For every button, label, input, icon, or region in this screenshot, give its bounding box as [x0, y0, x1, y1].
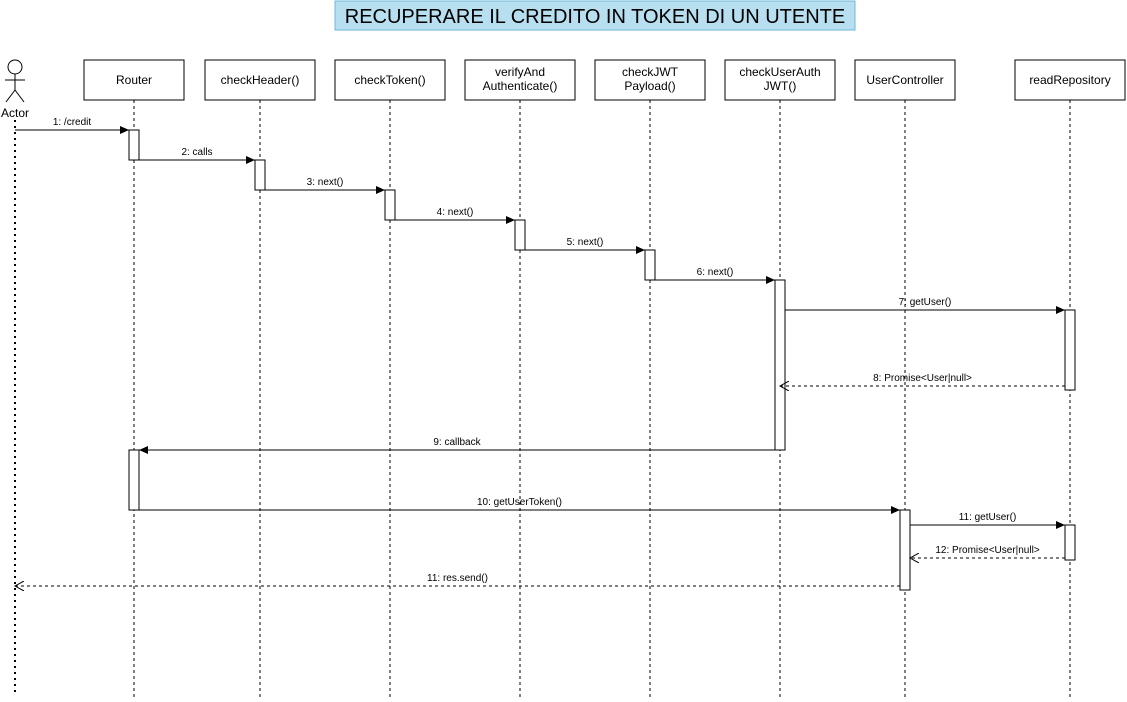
- activation-bar: [128, 129, 140, 161]
- participant-label: UserController: [866, 73, 943, 87]
- participant-label: readRepository: [1029, 73, 1110, 87]
- message-label: 6: next(): [697, 267, 734, 278]
- message-label: 5: next(): [567, 237, 604, 248]
- participant-box: [204, 59, 316, 101]
- message: 11: res.send(): [15, 573, 900, 586]
- participant-box: [854, 59, 956, 101]
- message: 12: Promise<User|null>: [910, 545, 1065, 558]
- participant-label: Payload(): [624, 79, 675, 93]
- activation-bar: [774, 279, 786, 451]
- participant-box: [464, 59, 576, 101]
- message-label: 10: getUserToken(): [477, 497, 562, 508]
- actor-icon: [5, 59, 25, 103]
- participant-checkHeader: checkHeader(): [204, 59, 316, 698]
- participant-label: JWT(): [764, 79, 797, 93]
- participant-box: [83, 59, 185, 101]
- participant-readRepository: readRepository: [1014, 59, 1126, 698]
- messages: 1: /credit 2: calls 3: next() 4: next() 5: n…: [15, 117, 1065, 586]
- message-label: 11: getUser(): [959, 512, 1017, 523]
- message-label: 3: next(): [307, 177, 344, 188]
- participant-userController: UserController: [854, 59, 956, 698]
- message: 11: getUser(): [910, 512, 1065, 529]
- message-label: 8: Promise<User|null>: [873, 373, 972, 384]
- participant-label: checkHeader(): [221, 73, 300, 87]
- activation-bar: [1064, 309, 1076, 391]
- participant-label: checkJWT: [622, 65, 679, 79]
- participant-label: verifyAnd: [495, 65, 545, 79]
- message: 6: next(): [655, 267, 775, 284]
- participant-box: [334, 59, 446, 101]
- message-label: 4: next(): [437, 207, 474, 218]
- activation-bar: [254, 159, 266, 191]
- activation-bar: [1064, 524, 1076, 561]
- diagram-title: RECUPERARE IL CREDITO IN TOKEN DI UN UTE…: [334, 0, 856, 31]
- title-box: [334, 0, 856, 31]
- participant-router: Router: [83, 59, 185, 698]
- message: 2: calls: [139, 147, 255, 164]
- message-label: 12: Promise<User|null>: [935, 545, 1039, 556]
- participant-checkToken: checkToken(): [334, 59, 446, 698]
- message: 9: callback: [139, 437, 775, 454]
- activation-bar: [899, 509, 911, 591]
- actor: Actor: [1, 59, 29, 692]
- title-text: RECUPERARE IL CREDITO IN TOKEN DI UN UTE…: [345, 6, 845, 28]
- message-label: 1: /credit: [53, 117, 92, 128]
- message-label: 9: callback: [433, 437, 481, 448]
- message: 8: Promise<User|null>: [780, 373, 1065, 386]
- participant-box: [594, 59, 706, 101]
- activations: [128, 129, 1076, 591]
- activation-bar: [514, 219, 526, 251]
- message-label: 7: getUser(): [899, 297, 952, 308]
- participant-label: checkUserAuth: [739, 65, 820, 79]
- participant-label: Router: [116, 73, 152, 87]
- activation-bar: [384, 189, 396, 221]
- message: 3: next(): [265, 177, 385, 194]
- message: 1: /credit: [15, 117, 129, 134]
- participant-label: Authenticate(): [483, 79, 558, 93]
- participant-box: [724, 59, 836, 101]
- message: 4: next(): [395, 207, 515, 224]
- message: 5: next(): [525, 237, 645, 254]
- message: 10: getUserToken(): [139, 497, 900, 514]
- activation-bar: [644, 249, 656, 281]
- message: 7: getUser(): [785, 297, 1065, 314]
- participant-box: [1014, 59, 1126, 101]
- participants: Router checkHeader() checkToken() verifyAnd…: [83, 59, 1126, 698]
- activation-bar: [128, 449, 140, 511]
- participant-label: checkToken(): [354, 73, 425, 87]
- message-label: 11: res.send(): [427, 573, 488, 584]
- actor-label: Actor: [1, 106, 29, 120]
- message-label: 2: calls: [181, 147, 212, 158]
